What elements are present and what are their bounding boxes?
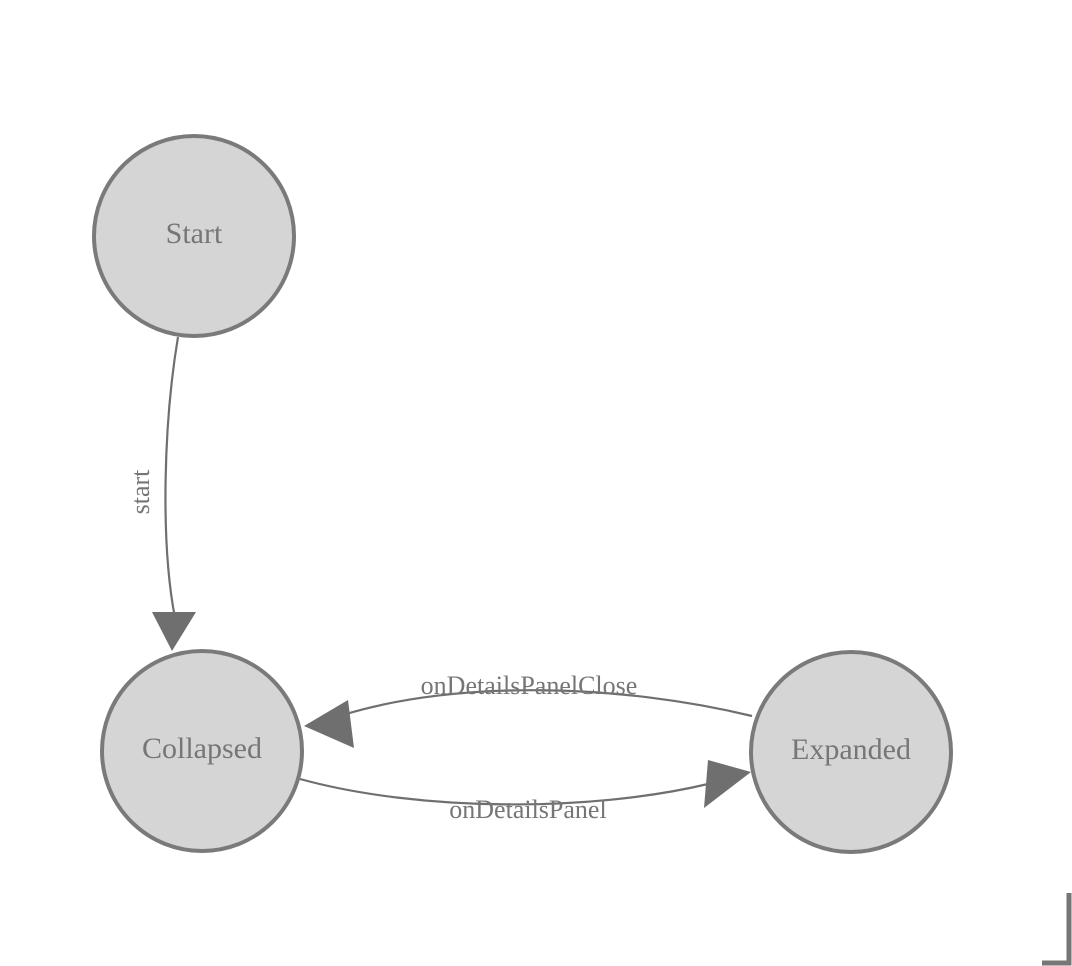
node-circle	[92, 134, 296, 338]
edge-path	[164, 336, 180, 619]
edge-collapsed-to-expanded[interactable]: onDetailsPanel	[299, 760, 751, 824]
edge-path	[299, 777, 709, 806]
arrowhead-icon	[704, 760, 751, 808]
node-label-expanded: Expanded	[791, 733, 911, 766]
edge-label-on-details-panel: onDetailsPanel	[449, 795, 606, 824]
edge-expanded-to-collapsed[interactable]: onDetailsPanelClose	[304, 671, 753, 748]
node-start[interactable]: Start	[92, 134, 296, 338]
edge-start-to-collapsed[interactable]: start	[126, 336, 196, 651]
resize-corner-bracket[interactable]	[1042, 893, 1072, 966]
node-circle	[100, 649, 304, 853]
edge-label-start: start	[126, 469, 155, 515]
node-label-collapsed: Collapsed	[142, 732, 262, 765]
node-circle	[749, 650, 953, 854]
arrowhead-icon	[304, 700, 354, 748]
node-collapsed[interactable]: Collapsed	[100, 649, 304, 853]
edge-label-on-details-panel-close: onDetailsPanelClose	[421, 671, 638, 700]
arrowhead-icon	[152, 612, 196, 651]
node-expanded[interactable]: Expanded	[749, 650, 953, 854]
node-label-start: Start	[166, 217, 223, 250]
edge-path	[345, 689, 753, 718]
